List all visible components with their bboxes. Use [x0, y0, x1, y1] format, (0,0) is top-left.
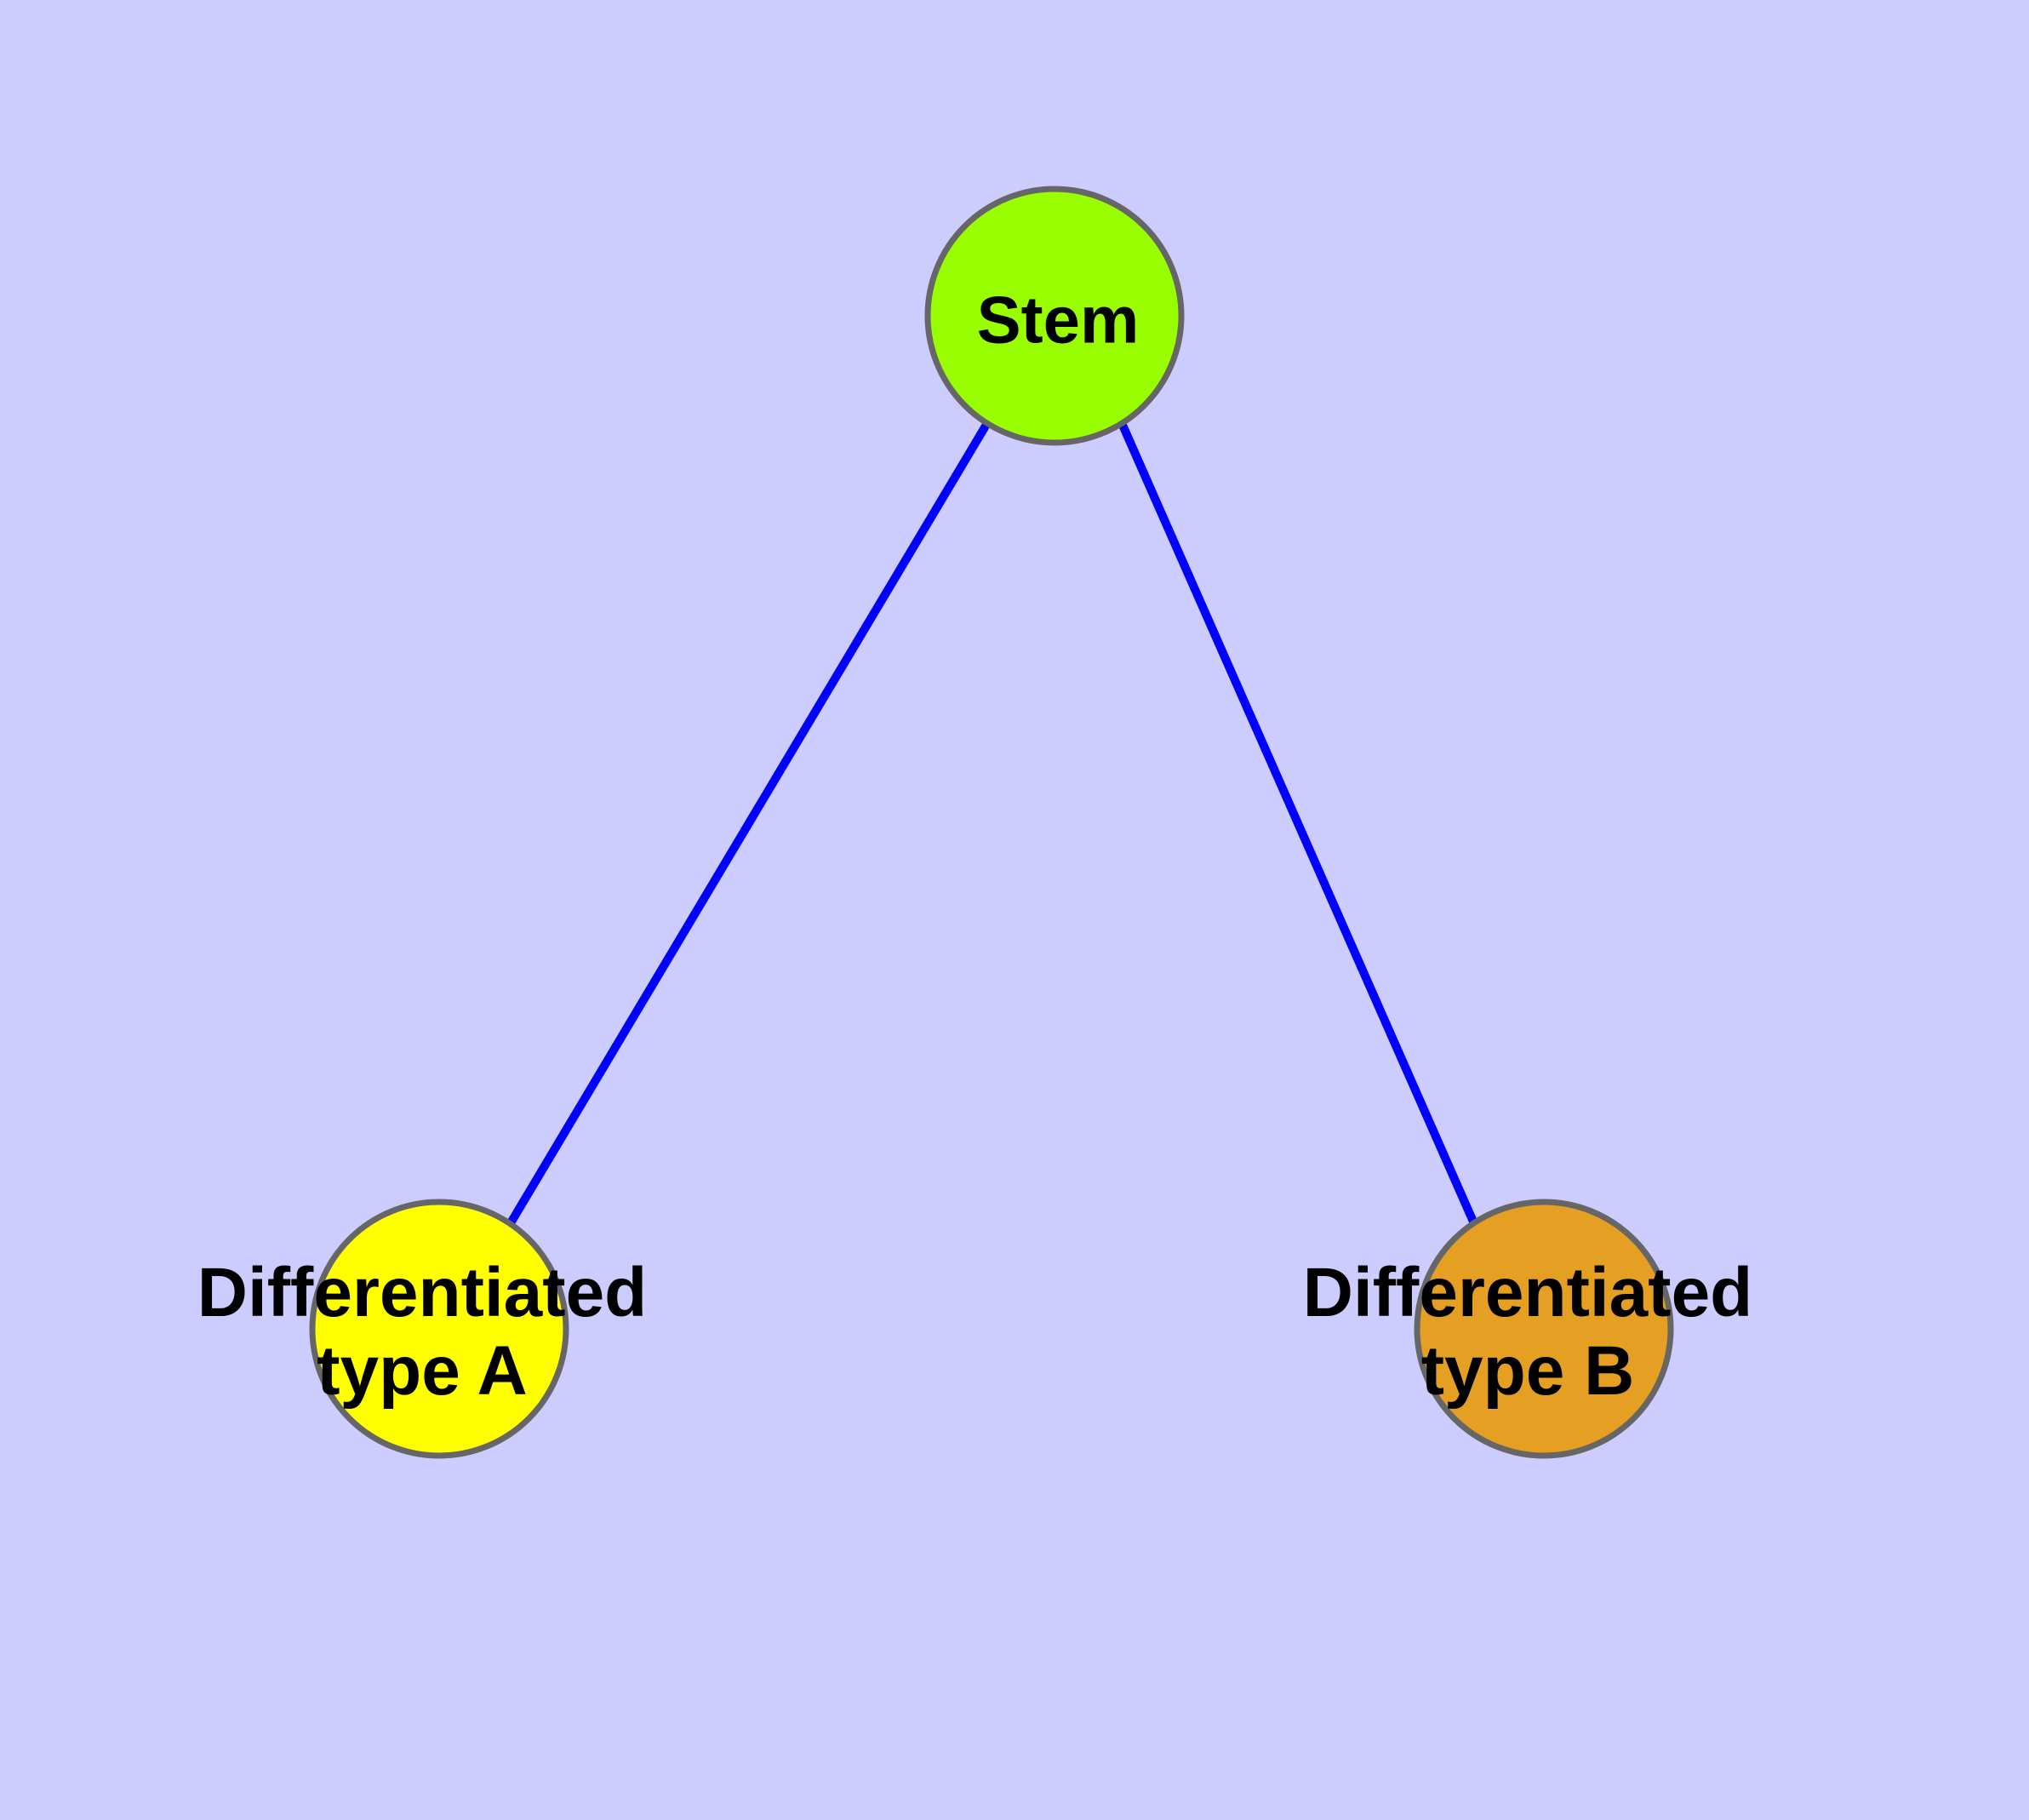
node-circle-stem[interactable]: [924, 186, 1185, 446]
edge-stem-to-diff-b[interactable]: [1117, 421, 1477, 1224]
edge-layer: [507, 421, 1477, 1224]
edge-stem-to-diff-a[interactable]: [507, 421, 992, 1224]
node-circle-diff_b[interactable]: [1414, 1199, 1674, 1459]
node-layer: [309, 186, 1674, 1459]
node-circle-diff_a[interactable]: [309, 1199, 569, 1459]
